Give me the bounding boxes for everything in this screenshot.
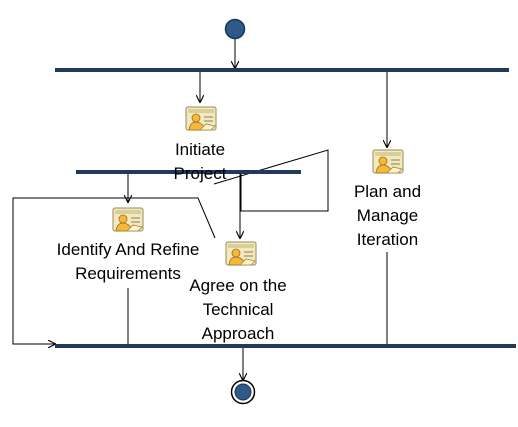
final-node — [230, 379, 256, 405]
fork-mid-bar — [76, 170, 301, 174]
agree-technical-approach-icon — [225, 241, 257, 266]
edge-loop-to-join — [12, 197, 216, 344]
activity-label-agree-technical-approach: Agree on the Technical Approach — [189, 276, 287, 343]
initiate-project-icon — [185, 106, 217, 131]
identify-refine-requirements-icon — [112, 207, 144, 232]
initial-node — [224, 18, 246, 40]
edge-initiate-project-to-fork-mid — [213, 149, 329, 212]
activity-label-identify-refine-requirements: Identify And Refine Requirements — [56, 240, 200, 283]
activity-label-initiate-project: Initiate Project — [173, 140, 227, 183]
activity-label-plan-manage-iteration: Plan and Manage Iteration — [353, 182, 422, 249]
join-bottom-bar — [55, 344, 516, 348]
plan-manage-iteration-icon — [372, 149, 404, 174]
fork-top-bar — [55, 68, 509, 72]
